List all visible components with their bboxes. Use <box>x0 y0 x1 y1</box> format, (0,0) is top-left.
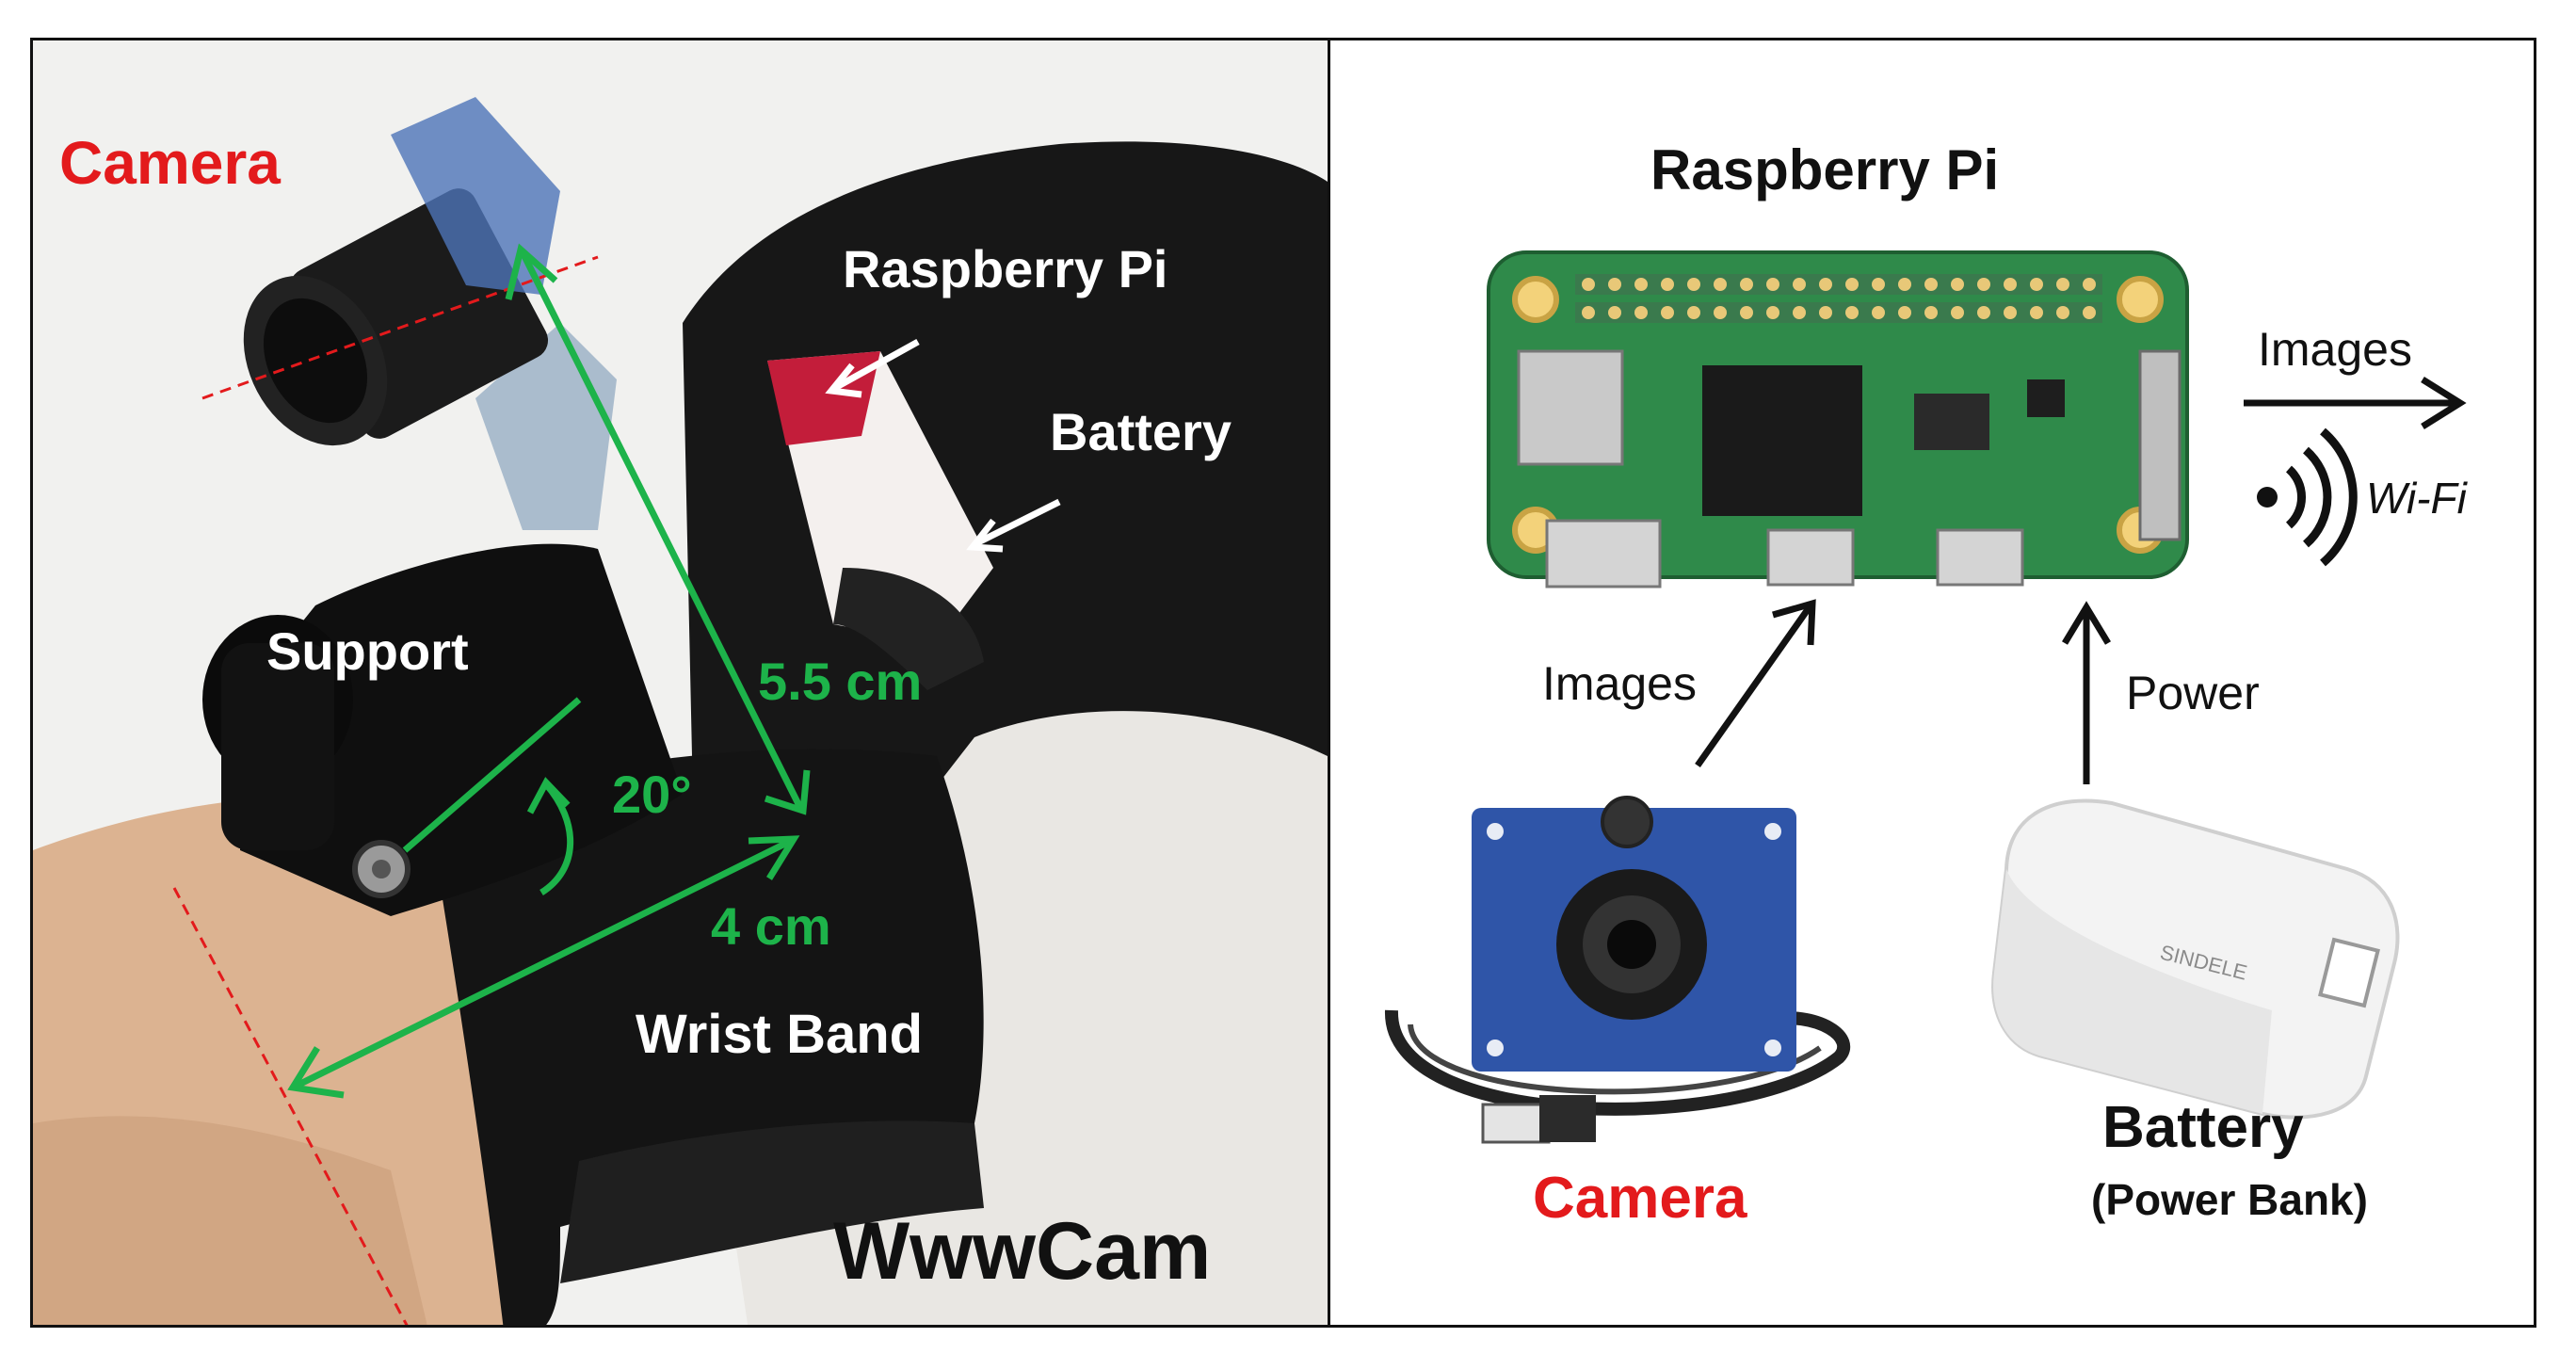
gpio-pin <box>1872 306 1885 319</box>
gpio-pin <box>2056 306 2069 319</box>
images-arrow <box>1695 599 1816 768</box>
glove-hand <box>683 141 1328 814</box>
gpio-pin <box>1924 306 1938 319</box>
mini-hdmi-port <box>1545 519 1662 588</box>
power-bank: SINDELE <box>1991 798 2400 1120</box>
gpio-pin <box>1740 278 1753 291</box>
gpio-pin <box>1898 278 1911 291</box>
left-panel-photo: Camera Raspberry Pi Battery Support 5.5 … <box>33 40 1328 1325</box>
wifi-icon <box>2257 427 2358 567</box>
label-wifi: Wi-Fi <box>2366 474 2469 523</box>
figure-frame: Camera Raspberry Pi Battery Support 5.5 … <box>30 38 2536 1328</box>
label-camera-left: Camera <box>59 129 281 197</box>
label-wrist-band: Wrist Band <box>636 1004 923 1065</box>
gpio-pin <box>1740 306 1753 319</box>
label-images-out: Images <box>2258 323 2412 376</box>
gpio-pin <box>2056 278 2069 291</box>
gpio-pin <box>1766 306 1779 319</box>
label-camera-right: Camera <box>1533 1166 1747 1231</box>
label-images-in: Images <box>1542 657 1697 710</box>
gpio-pin <box>1951 278 1964 291</box>
label-raspberry-pi-right: Raspberry Pi <box>1650 138 1999 201</box>
gpio-pin <box>2083 306 2096 319</box>
gpio-pin <box>1687 306 1700 319</box>
panel-title-wwwcam: WwwCam <box>833 1206 1211 1297</box>
system-diagram: Raspberry Pi <box>1330 40 2534 1325</box>
pi-arrow <box>825 338 920 398</box>
gpio-pin <box>1766 278 1779 291</box>
gpio-pin <box>2004 306 2017 319</box>
power-arrow <box>2062 601 2111 784</box>
raspberry-pi-board <box>1487 250 2189 588</box>
green-annotations <box>287 243 811 1099</box>
label-raspberry-pi-left: Raspberry Pi <box>843 239 1168 298</box>
gpio-pin <box>1687 278 1700 291</box>
gpio-pin <box>1714 306 1727 319</box>
label-power: Power <box>2126 667 2260 719</box>
label-length: 5.5 cm <box>758 652 922 711</box>
wrist-band <box>428 749 984 1325</box>
label-width: 4 cm <box>711 896 831 956</box>
label-support: Support <box>266 621 469 681</box>
gpio-pin <box>1608 306 1621 319</box>
gpio-pin <box>1951 306 1964 319</box>
mount-hole <box>1512 276 1559 323</box>
camera-module <box>1384 796 1851 1144</box>
battery-arrow <box>966 498 1061 553</box>
gpio-pin <box>1793 278 1806 291</box>
gpio-pins <box>1582 278 2096 319</box>
soc-chip <box>1702 365 1862 516</box>
sd-card-slot <box>1517 349 1624 466</box>
panel-divider <box>1328 40 1330 1325</box>
label-battery-left: Battery <box>1050 402 1232 461</box>
gpio-pin <box>1582 306 1595 319</box>
gpio-header <box>1575 274 2102 323</box>
wrist-photo: Camera Raspberry Pi Battery Support 5.5 … <box>33 40 1328 1325</box>
micro-usb-power-port <box>1936 528 2024 587</box>
gpio-pin <box>1872 278 1885 291</box>
gpio-pin <box>1661 278 1674 291</box>
mount-hole <box>2117 276 2164 323</box>
arrow-icon <box>2244 377 2467 429</box>
gpio-pin <box>1977 306 1990 319</box>
gpio-pin <box>2030 306 2043 319</box>
gpio-pin <box>2004 278 2017 291</box>
gpio-pin <box>1608 278 1621 291</box>
gpio-pin <box>1661 306 1674 319</box>
support-block <box>240 543 683 916</box>
gpio-pin <box>1634 306 1648 319</box>
right-panel-diagram: Raspberry Pi <box>1330 40 2534 1325</box>
usb-port <box>2318 937 2380 1008</box>
gpio-pin <box>1845 278 1859 291</box>
micro-usb-data-port <box>1766 528 1855 587</box>
camera-connector <box>2138 349 2182 541</box>
label-battery-right: Battery <box>2102 1095 2304 1160</box>
gpio-pin <box>1582 278 1595 291</box>
gpio-pin <box>1793 306 1806 319</box>
gpio-pin <box>1819 306 1832 319</box>
gpio-pin <box>1634 278 1648 291</box>
label-angle: 20° <box>612 765 692 824</box>
gpio-pin <box>1714 278 1727 291</box>
gpio-pin <box>2030 278 2043 291</box>
gpio-pin <box>1924 278 1938 291</box>
gpio-pin <box>2083 278 2096 291</box>
gpio-pin <box>1898 306 1911 319</box>
label-battery-sub: (Power Bank) <box>2091 1175 2368 1224</box>
gpio-pin <box>1819 278 1832 291</box>
gpio-pin <box>1977 278 1990 291</box>
gpio-pin <box>1845 306 1859 319</box>
